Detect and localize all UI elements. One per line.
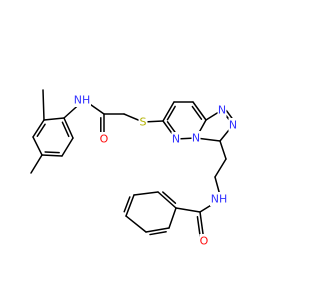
bond-r4-me2 <box>30 154 43 174</box>
bond-r2-me1 <box>42 89 45 121</box>
bond-q5-q6 <box>145 227 170 233</box>
bond-r5-r6 <box>61 137 74 157</box>
atom-label-bg <box>210 192 228 206</box>
bond-p1-p2-double <box>166 105 176 121</box>
bond-t3-e1 <box>219 140 227 160</box>
bond-r4-r5 <box>41 154 63 157</box>
atom-label-triazole-n1: N <box>218 104 226 117</box>
atom-label-amide-nh-left: NH <box>74 94 91 107</box>
atom-label-pyridazine-n: N <box>172 133 180 146</box>
atom-label-amide-nh-right: NH <box>211 193 228 206</box>
atom-label-amide-o-left: O <box>100 133 109 146</box>
atom-label-bg <box>138 115 148 129</box>
bond-r2-r3 <box>32 119 45 138</box>
atom-label-bg <box>228 118 238 132</box>
bond-q2-q3 <box>133 191 159 196</box>
bond-q3-q4 <box>125 194 135 217</box>
atom-label-bg <box>171 132 181 146</box>
atom-label-bg <box>217 103 227 117</box>
atom-label-bg <box>191 131 201 145</box>
bond-q5-q6-double <box>149 231 167 236</box>
bond-q1-q2 <box>157 191 177 209</box>
atom-label-thioether-s: S <box>140 116 147 129</box>
atom-label-amide-o-right: O <box>200 235 209 248</box>
bond-q6-q1 <box>168 207 177 229</box>
atom-label-triazole-n2: N <box>229 119 237 132</box>
atom-label-bg <box>99 132 109 146</box>
bond-r1-r2 <box>43 117 65 121</box>
bonds <box>30 89 235 242</box>
atom-label-bg <box>199 234 209 248</box>
atom-label-pyridazine-n-bridge: N <box>192 132 200 145</box>
bond-r4-r5-double <box>44 151 60 154</box>
bond-r3-r4 <box>32 136 43 156</box>
bond-e1-e2 <box>214 158 227 178</box>
bond-q1-q2-double <box>162 191 177 204</box>
bond-cR-q1 <box>175 207 201 213</box>
bond-p3-p4 <box>192 101 207 121</box>
atom-label-bg <box>73 93 91 107</box>
bond-cR-oR-double <box>196 216 201 238</box>
bond-p3-p4-double <box>191 105 203 120</box>
bond-r6-r1-double <box>61 121 70 138</box>
bond-r2-r3-double <box>36 123 46 137</box>
bond-q3-q4-double <box>123 196 131 213</box>
bond-p1-p2 <box>162 101 175 122</box>
bond-q4-q5 <box>125 215 147 233</box>
bond-r6-r1 <box>63 117 74 139</box>
